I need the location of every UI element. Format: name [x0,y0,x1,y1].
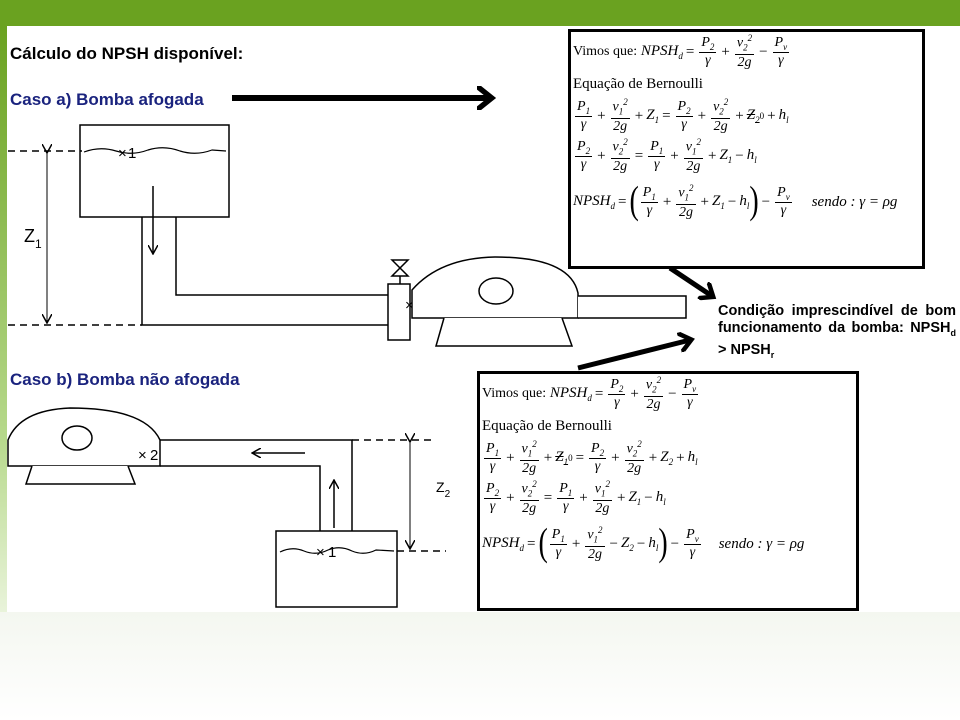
case-a-drawing: 1 × Z1 2 × [8,124,687,347]
case-b-heading: Caso b) Bomba não afogada [10,370,240,389]
bottom-band [0,612,960,720]
point-1-a: 1 [128,145,136,162]
page-title: Cálculo do NPSH disponível: [10,44,244,63]
pipe-a [141,217,388,326]
left-accent-bar [0,26,7,616]
pump-eye-a [478,277,514,305]
water-surface-b [279,547,395,554]
valve-flange-a [387,283,411,341]
case-a-heading: Caso a) Bomba afogada [10,90,204,109]
water-surface-a [83,147,227,154]
case-b-drawing: 2 × 1 × Z2 [7,407,451,608]
svg-text:×: × [118,145,127,162]
pump-base-a [435,317,574,347]
tank-b [275,530,398,608]
svg-text:×: × [405,297,414,314]
point-1-b: 1 [328,544,336,561]
pump-base-b [24,465,137,485]
bernoulli-title-b: Equação de Bernoulli [482,417,612,434]
bernoulli-title-a: Equação de Bernoulli [573,75,703,92]
tank-a [79,124,230,218]
valve-handle-a [390,259,410,277]
pump-eye-b [61,425,93,451]
point-2-b: 2 [150,447,158,464]
z1-label: Z1 [24,226,42,251]
svg-text:×: × [316,544,325,561]
z2-label: Z2 [436,479,451,500]
svg-text:×: × [138,447,147,464]
condition-text: Condição imprescindível de bom funcionam… [718,303,956,360]
top-accent-bar [0,0,960,26]
arrow-box-a-to-condition [668,265,712,296]
discharge-pipe-a [578,295,687,319]
arrow-box-b-to-condition [577,340,690,371]
